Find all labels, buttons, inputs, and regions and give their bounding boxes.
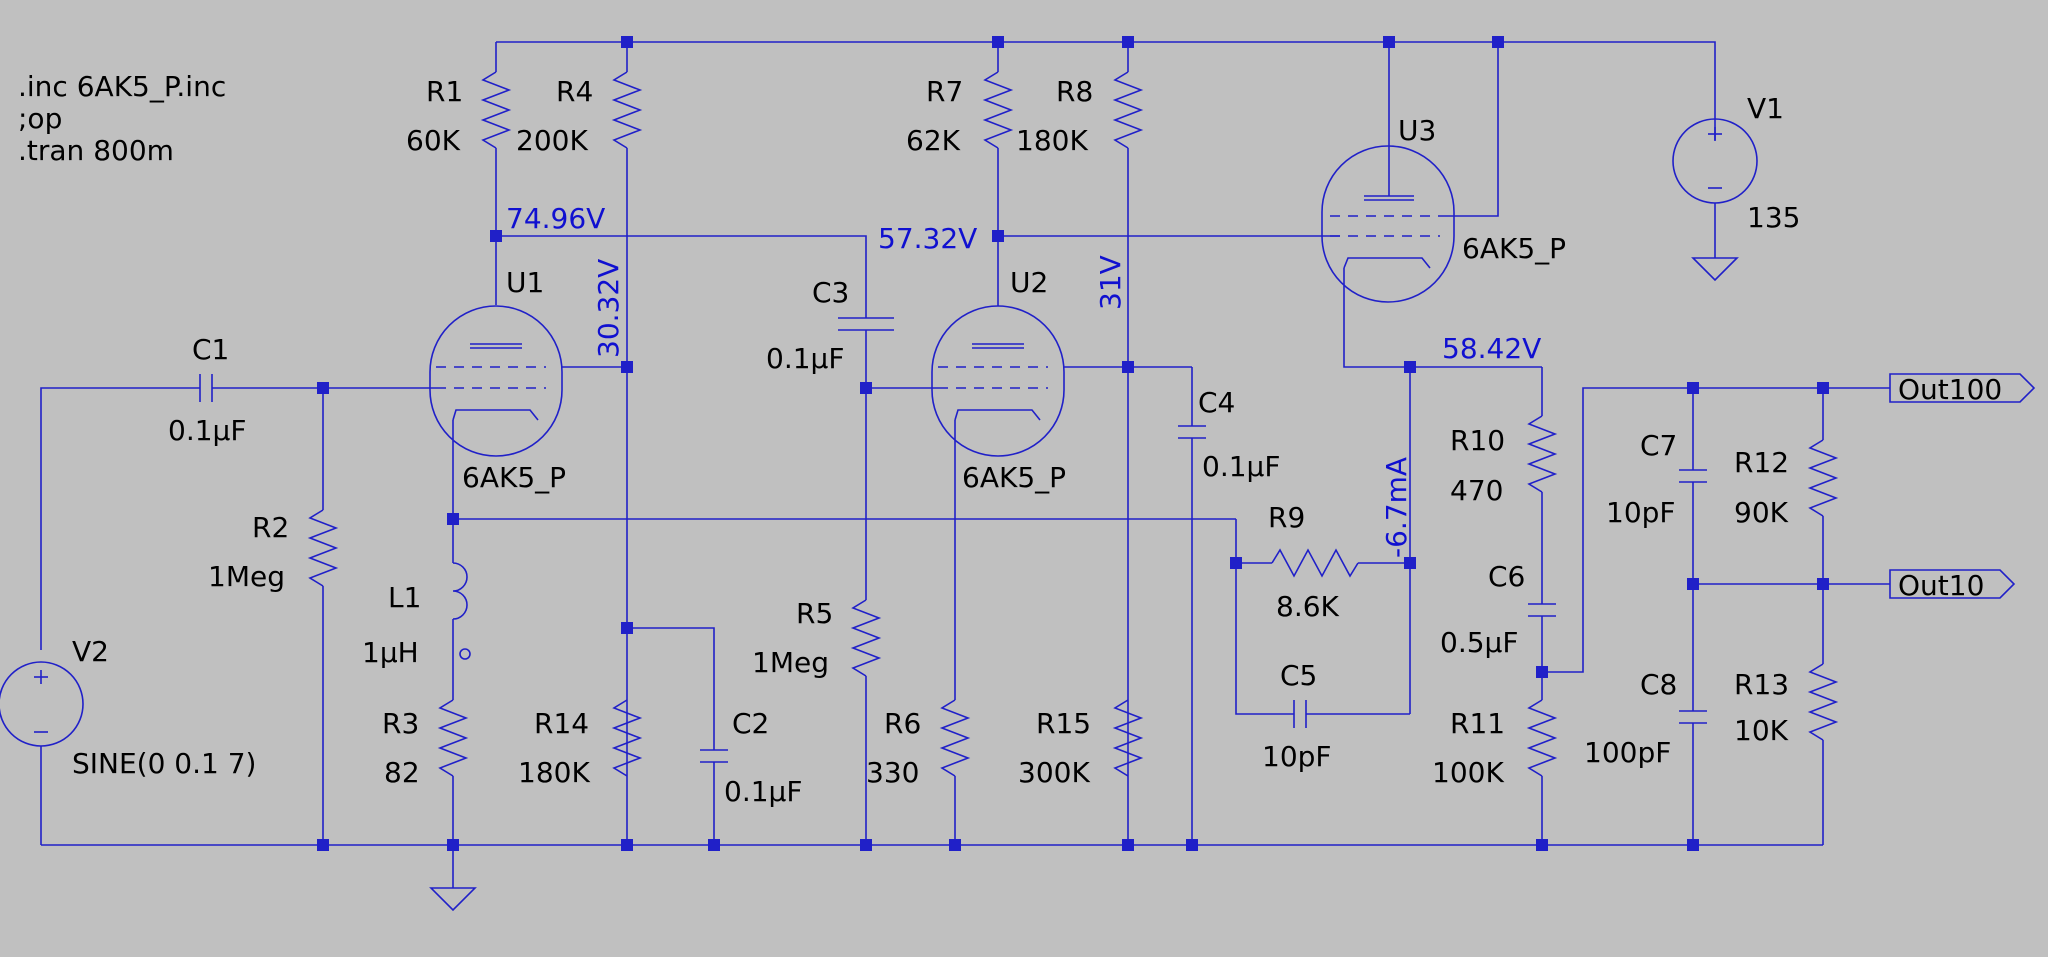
r4-name: R4 [556, 75, 593, 108]
r13-name: R13 [1734, 668, 1789, 701]
u2-model: 6AK5_P [962, 461, 1066, 494]
c2-name: C2 [732, 707, 769, 740]
r1-resistor [480, 71, 512, 149]
r9-resistor [1271, 548, 1359, 578]
current-r9: -6.7mA [1380, 457, 1413, 558]
ground-symbol-left [429, 887, 477, 912]
r6-resistor [939, 699, 971, 777]
r4-value: 200K [516, 124, 588, 157]
u1-name: U1 [506, 266, 544, 299]
u3-tube-envelope [1321, 145, 1455, 303]
r10-resistor [1526, 415, 1558, 493]
r4-resistor [611, 71, 643, 149]
r5-resistor [850, 599, 882, 677]
r11-resistor [1526, 699, 1558, 777]
r12-value: 90K [1734, 496, 1789, 529]
wires [0, 41, 2036, 912]
c7-value: 10pF [1606, 496, 1676, 529]
supply-rail [496, 41, 1716, 140]
u3-name: U3 [1398, 114, 1436, 147]
l1-dot [459, 648, 471, 660]
u1-model: 6AK5_P [462, 461, 566, 494]
r13-value: 10K [1734, 714, 1789, 747]
out10-label: Out10 [1898, 569, 1984, 602]
u1-tube-envelope [429, 305, 563, 457]
u2-tube-envelope [931, 305, 1065, 457]
r2-resistor [307, 509, 339, 587]
c7-name: C7 [1640, 429, 1677, 462]
r10-value: 470 [1450, 474, 1503, 507]
directive-include: .inc 6AK5_P.inc [18, 70, 226, 103]
voltage-u2-screen: 31V [1094, 255, 1127, 310]
out100-port-shape [1889, 373, 2036, 403]
r7-value: 62K [906, 124, 961, 157]
r6-value: 330 [866, 756, 919, 789]
r15-value: 300K [1018, 756, 1090, 789]
r3-value: 82 [384, 756, 420, 789]
v2-value: SINE(0 0.1 7) [72, 747, 256, 780]
voltage-u1-plate: 74.96V [506, 202, 605, 235]
voltage-u3-cathode: 58.42V [1442, 332, 1541, 365]
l1-value: 1µH [362, 636, 419, 669]
r9-value: 8.6K [1276, 590, 1340, 623]
directive-op: ;op [18, 102, 62, 135]
voltage-u1-screen: 30.32V [592, 259, 625, 358]
c3-value: 0.1µF [766, 342, 844, 375]
voltage-u2-plate: 57.32V [878, 222, 977, 255]
r8-name: R8 [1056, 75, 1093, 108]
r9-name: R9 [1268, 501, 1305, 534]
directive-tran: .tran 800m [18, 134, 174, 167]
c1-value: 0.1µF [168, 414, 246, 447]
c2-value: 0.1µF [724, 775, 802, 808]
l1-inductor [452, 562, 468, 620]
r5-name: R5 [796, 597, 833, 630]
v1-value: 135 [1747, 201, 1800, 234]
c5-value: 10pF [1262, 740, 1332, 773]
r13-resistor [1807, 663, 1839, 741]
v1-name: V1 [1747, 92, 1784, 125]
c3-name: C3 [812, 276, 849, 309]
r6-name: R6 [884, 707, 921, 740]
r15-name: R15 [1036, 707, 1091, 740]
r1-name: R1 [426, 75, 463, 108]
r14-resistor [611, 699, 643, 777]
r10-name: R10 [1450, 424, 1505, 457]
r11-name: R11 [1450, 707, 1505, 740]
r7-resistor [982, 71, 1014, 149]
c1-name: C1 [192, 333, 229, 366]
c6-value: 0.5µF [1440, 626, 1518, 659]
out10-port-shape [1889, 569, 2016, 599]
v2-name: V2 [72, 635, 109, 668]
r14-value: 180K [518, 756, 590, 789]
u2-name: U2 [1010, 266, 1048, 299]
out100-label: Out100 [1898, 373, 2002, 406]
r5-value: 1Meg [752, 646, 829, 679]
r14-name: R14 [534, 707, 589, 740]
ground-symbol-right [1691, 257, 1739, 282]
r3-name: R3 [382, 707, 419, 740]
r8-value: 180K [1016, 124, 1088, 157]
c6-name: C6 [1488, 560, 1525, 593]
r1-value: 60K [406, 124, 461, 157]
junction-dots [317, 36, 1829, 851]
l1-name: L1 [388, 581, 421, 614]
r2-name: R2 [252, 511, 289, 544]
r11-value: 100K [1432, 756, 1504, 789]
r7-name: R7 [926, 75, 963, 108]
c4-name: C4 [1198, 386, 1235, 419]
r8-resistor [1112, 71, 1144, 149]
u3-model: 6AK5_P [1462, 232, 1566, 265]
r2-value: 1Meg [208, 560, 285, 593]
r12-resistor [1807, 439, 1839, 517]
c4-value: 0.1µF [1202, 450, 1280, 483]
r12-name: R12 [1734, 446, 1789, 479]
r15-resistor [1112, 699, 1144, 777]
r3-resistor [437, 699, 469, 777]
c8-name: C8 [1640, 668, 1677, 701]
c8-value: 100pF [1584, 736, 1671, 769]
c5-name: C5 [1280, 659, 1317, 692]
